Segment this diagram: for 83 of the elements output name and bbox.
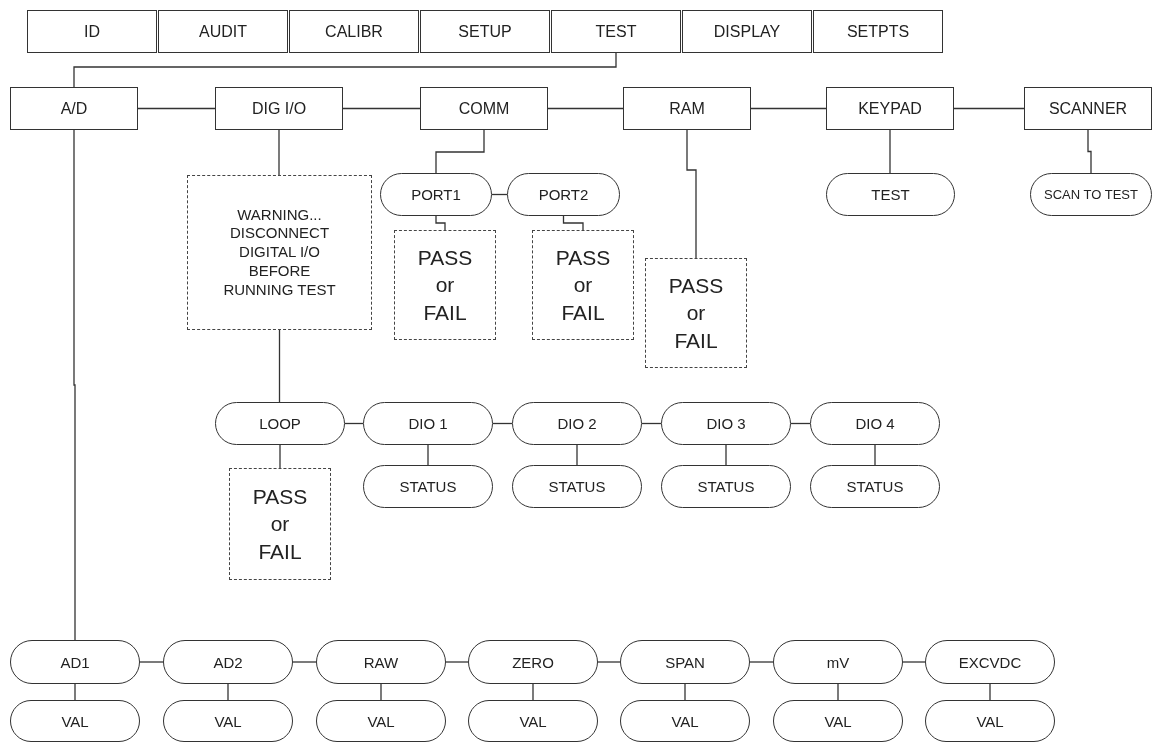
connector-line bbox=[137, 107, 216, 110]
menu-box: SCANNER bbox=[1024, 87, 1152, 130]
connector-line bbox=[279, 444, 281, 469]
menu-pill: VAL bbox=[773, 700, 903, 742]
menu-box: KEYPAD bbox=[826, 87, 954, 130]
connector-line bbox=[902, 661, 926, 663]
connector-line bbox=[278, 329, 281, 403]
menu-box: TEST bbox=[551, 10, 681, 53]
connector-line bbox=[1087, 129, 1092, 174]
menu-pill: AD2 bbox=[163, 640, 293, 684]
connector-line bbox=[684, 683, 686, 701]
result-note: PASS or FAIL bbox=[532, 230, 634, 340]
connector-line bbox=[292, 661, 317, 663]
connector-line bbox=[597, 661, 621, 663]
connector-line bbox=[73, 129, 76, 641]
connector-line bbox=[750, 107, 827, 110]
connector-line bbox=[749, 661, 774, 663]
connector-line bbox=[227, 683, 229, 701]
result-note: PASS or FAIL bbox=[229, 468, 331, 580]
menu-pill: mV bbox=[773, 640, 903, 684]
menu-box: A/D bbox=[10, 87, 138, 130]
connector-line bbox=[344, 422, 364, 425]
result-note: PASS or FAIL bbox=[645, 258, 747, 368]
menu-pill: DIO 4 bbox=[810, 402, 940, 445]
connector-line bbox=[686, 129, 697, 259]
result-note: PASS or FAIL bbox=[394, 230, 496, 340]
connector-line bbox=[380, 683, 382, 701]
menu-pill: DIO 2 bbox=[512, 402, 642, 445]
warning-note: WARNING... DISCONNECT DIGITAL I/O BEFORE RUNNING TEST bbox=[187, 175, 372, 330]
menu-pill: SPAN bbox=[620, 640, 750, 684]
connector-line bbox=[989, 683, 991, 701]
menu-pill: DIO 3 bbox=[661, 402, 791, 445]
connector-line bbox=[576, 444, 578, 466]
menu-pill: RAW bbox=[316, 640, 446, 684]
menu-pill: STATUS bbox=[810, 465, 940, 508]
connector-line bbox=[278, 129, 280, 176]
connector-line bbox=[532, 683, 534, 701]
menu-pill: ZERO bbox=[468, 640, 598, 684]
menu-pill: SCAN TO TEST bbox=[1030, 173, 1152, 216]
connector-line bbox=[492, 422, 513, 425]
menu-box: ID bbox=[27, 10, 157, 53]
menu-box: DISPLAY bbox=[682, 10, 812, 53]
connector-line bbox=[790, 422, 811, 425]
menu-pill: STATUS bbox=[363, 465, 493, 508]
menu-pill: VAL bbox=[316, 700, 446, 742]
connector-line bbox=[725, 444, 727, 466]
connector-line bbox=[73, 52, 617, 88]
connector-line bbox=[445, 661, 469, 663]
connector-line bbox=[953, 107, 1025, 110]
connector-line bbox=[139, 661, 164, 663]
connector-line bbox=[547, 107, 624, 110]
connector-line bbox=[74, 683, 76, 701]
menu-pill: VAL bbox=[468, 700, 598, 742]
menu-box: RAM bbox=[623, 87, 751, 130]
menu-pill: EXCVDC bbox=[925, 640, 1055, 684]
connector-line bbox=[562, 215, 584, 231]
menu-box: DIG I/O bbox=[215, 87, 343, 130]
menu-pill: VAL bbox=[163, 700, 293, 742]
connector-line bbox=[435, 215, 446, 231]
menu-box: AUDIT bbox=[158, 10, 288, 53]
connector-line bbox=[874, 444, 876, 466]
connector-line bbox=[837, 683, 839, 701]
menu-pill: STATUS bbox=[512, 465, 642, 508]
menu-box: SETPTS bbox=[813, 10, 943, 53]
connector-line bbox=[641, 422, 662, 425]
connector-line bbox=[342, 107, 421, 110]
menu-pill: PORT1 bbox=[380, 173, 492, 216]
menu-pill: PORT2 bbox=[507, 173, 620, 216]
connector-line bbox=[491, 193, 508, 196]
menu-pill: DIO 1 bbox=[363, 402, 493, 445]
menu-box: CALIBR bbox=[289, 10, 419, 53]
menu-pill: VAL bbox=[620, 700, 750, 742]
menu-box: COMM bbox=[420, 87, 548, 130]
menu-pill: VAL bbox=[10, 700, 140, 742]
connector-line bbox=[427, 444, 429, 466]
menu-pill: LOOP bbox=[215, 402, 345, 445]
menu-pill: VAL bbox=[925, 700, 1055, 742]
menu-box: SETUP bbox=[420, 10, 550, 53]
menu-pill: AD1 bbox=[10, 640, 140, 684]
connector-line bbox=[889, 129, 891, 174]
menu-pill: STATUS bbox=[661, 465, 791, 508]
connector-line bbox=[435, 129, 485, 174]
menu-pill: TEST bbox=[826, 173, 955, 216]
